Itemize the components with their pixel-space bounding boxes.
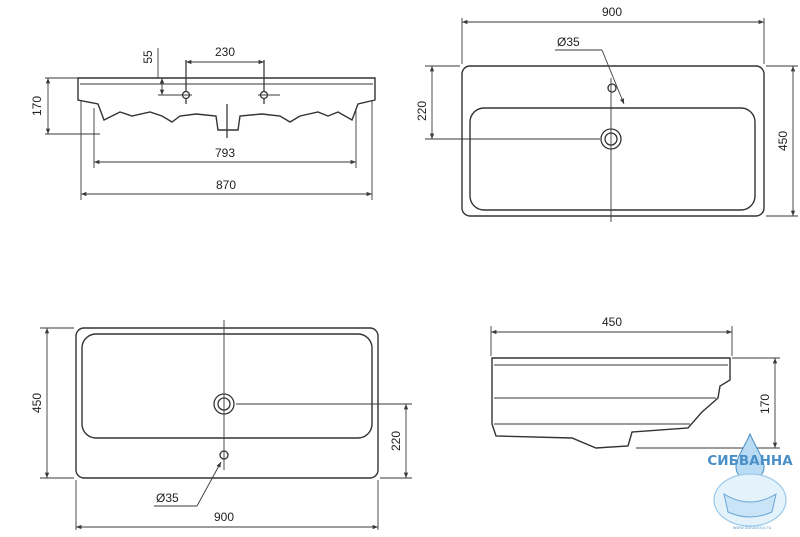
side-view: 450 170	[490, 315, 780, 449]
top-view: 900 Ø35 220 450	[415, 5, 798, 222]
bottom-dim-220: 220	[389, 431, 403, 451]
top-dim-220: 220	[415, 101, 429, 121]
top-view-bowl	[469, 107, 756, 211]
bathtub-icon	[713, 473, 787, 527]
bottom-view-bowl	[81, 333, 373, 439]
top-dim-900: 900	[602, 5, 622, 19]
bottom-dim-450: 450	[30, 393, 44, 413]
side-dim-170: 170	[758, 394, 772, 414]
top-dim-d35: Ø35	[557, 35, 580, 49]
front-dim-170: 170	[30, 96, 44, 116]
bottom-view: 900 Ø35 450 220	[30, 320, 412, 530]
front-dim-793: 793	[215, 146, 235, 160]
front-dim-230: 230	[215, 45, 235, 59]
top-tap-hole	[607, 83, 617, 93]
side-view-outline	[491, 357, 731, 449]
bottom-dim-900: 900	[214, 510, 234, 524]
front-dim-870: 870	[216, 178, 236, 192]
front-view: 230 55 170 793 870	[30, 45, 376, 200]
logo-brand-text: СИБВАННА	[707, 453, 793, 469]
side-dim-450: 450	[602, 315, 622, 329]
front-dim-55: 55	[141, 50, 155, 64]
logo-url-text: www.sibvanna.ru	[733, 525, 772, 531]
top-dim-450: 450	[776, 131, 790, 151]
bottom-dim-d35: Ø35	[156, 491, 179, 505]
sibvanna-logo[interactable]: СИБВАННА www.sibvanna.ru	[707, 432, 793, 531]
